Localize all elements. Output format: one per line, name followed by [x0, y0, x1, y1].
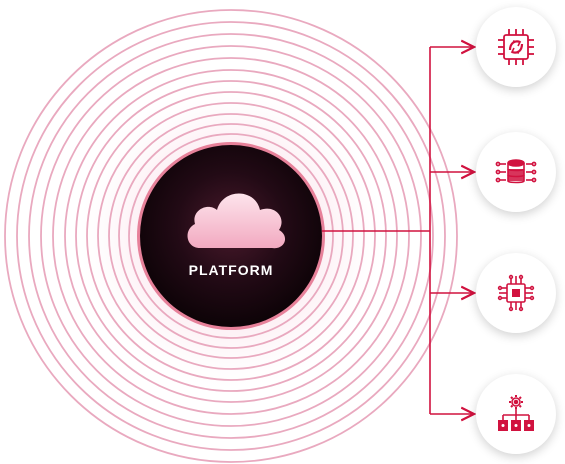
ring-8: [52, 57, 410, 415]
concentric-rings: [4, 9, 458, 463]
ring-5: [86, 91, 376, 381]
ring-1: [128, 133, 334, 339]
ring-2: [118, 123, 344, 349]
connector-lines: [322, 47, 474, 414]
database-network-icon: [495, 159, 537, 184]
platform-label: PLATFORM: [188, 262, 274, 278]
processor-chip-icon: [498, 29, 534, 65]
ring-7: [64, 69, 398, 403]
ring-9: [40, 45, 422, 427]
org-hierarchy-gear-icon: [498, 395, 534, 431]
node-hierarchy[interactable]: [476, 374, 556, 454]
node-database[interactable]: [476, 132, 556, 212]
circuit-chip-icon: [497, 274, 535, 312]
ring-6: [75, 80, 387, 392]
node-circuit[interactable]: [476, 253, 556, 333]
node-processor[interactable]: [476, 7, 556, 87]
ring-4: [97, 102, 365, 370]
ring-3: [108, 113, 354, 359]
ring-12: [4, 9, 458, 463]
ring-10: [28, 33, 434, 439]
ring-11: [16, 21, 446, 451]
cloud-icon: [187, 193, 286, 249]
